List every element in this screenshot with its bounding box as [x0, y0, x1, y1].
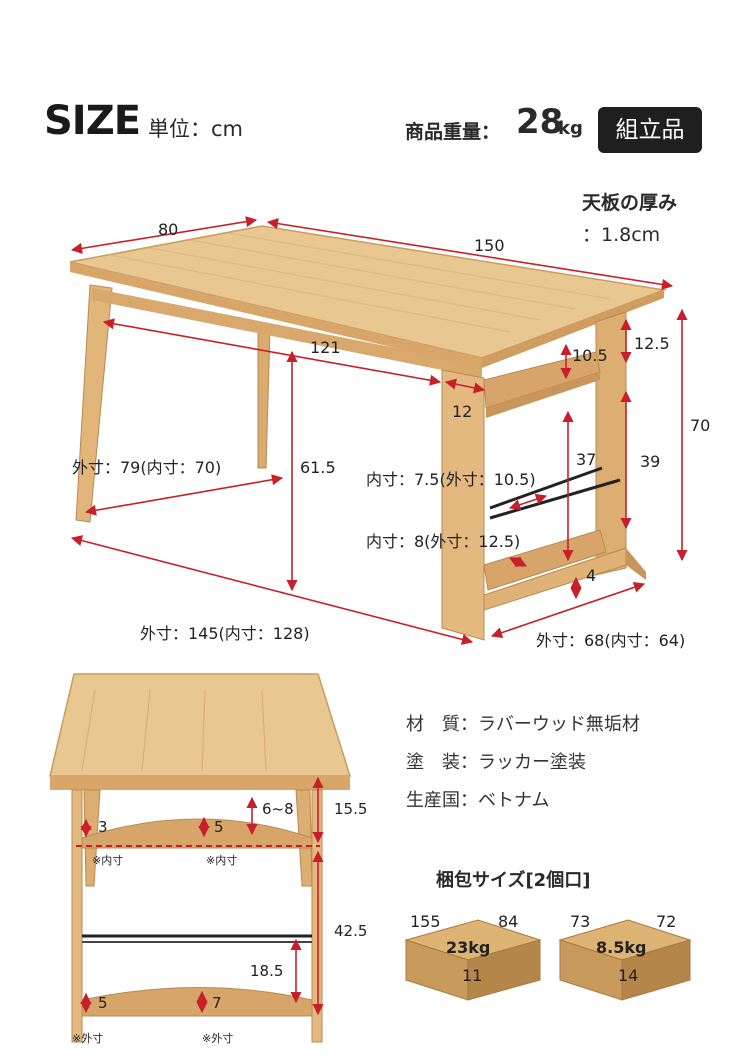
- spec-material-value: ：ラバーウッド無垢材: [460, 714, 640, 735]
- spec-material-label: 材 質: [406, 714, 460, 735]
- dim-front-outer: 外寸：145(内寸：128): [140, 624, 310, 643]
- weight-value: 28: [516, 102, 564, 142]
- spec-finish: 塗 装：ラッカー塗装: [406, 748, 586, 774]
- weight-unit: kg: [558, 118, 583, 139]
- side-upper-left: 3: [98, 818, 108, 836]
- side-lower-mid: 7: [212, 994, 222, 1012]
- dim-top-gap: 12.5: [634, 334, 670, 353]
- side-lower-depth: 18.5: [250, 962, 284, 980]
- dim-height: 70: [690, 416, 711, 435]
- dimension-arrows: [70, 216, 688, 645]
- package-box-2: [558, 919, 692, 1001]
- spec-origin-value: ：ベトナム: [460, 790, 550, 811]
- side-upper-mid: 5: [214, 818, 224, 836]
- package-2-dim2: 72: [656, 912, 677, 931]
- package-title: 梱包サイズ[2個口]: [436, 870, 591, 891]
- package-1-dim3: 11: [462, 966, 483, 985]
- dim-inner-width: 121: [310, 338, 341, 357]
- dim-depth: 80: [158, 220, 179, 239]
- package-1-dim2: 84: [498, 912, 519, 931]
- spec-origin: 生産国：ベトナム: [406, 786, 549, 812]
- unit-label: 単位：cm: [148, 117, 244, 141]
- thickness-title: 天板の厚み: [582, 192, 678, 214]
- spec-finish-value: ：ラッカー塗装: [460, 752, 586, 773]
- spec-origin-label: 生産国: [406, 790, 460, 811]
- dim-bottom-gap: 4: [586, 566, 597, 585]
- size-title: SIZE: [44, 98, 141, 144]
- dim-width: 150: [474, 236, 505, 255]
- assembly-badge: 組立品: [598, 107, 702, 153]
- dim-side-height: 39: [640, 452, 661, 471]
- package-2-dim1: 73: [570, 912, 591, 931]
- side-upper-height: 15.5: [334, 800, 368, 818]
- side-note-inner-1: ※内寸: [92, 854, 124, 867]
- dim-bar-length: 37: [576, 450, 597, 469]
- dim-upper-bar: 内寸：7.5(外寸：10.5): [366, 470, 536, 489]
- package-2-dim3: 14: [618, 966, 639, 985]
- dim-under-height: 61.5: [300, 458, 336, 477]
- package-1-dim1: 155: [410, 912, 441, 931]
- dim-lower-bar: 内寸：8(外寸：12.5): [366, 532, 521, 551]
- side-lower-left: 5: [98, 994, 108, 1012]
- side-note-outer-1: ※外寸: [72, 1032, 104, 1045]
- spec-material: 材 質：ラバーウッド無垢材: [406, 710, 640, 736]
- thickness-value: ：1.8cm: [582, 224, 661, 246]
- dim-shelf-gap: 10.5: [572, 346, 608, 365]
- dim-leg-width: 12: [452, 402, 473, 421]
- dim-side-outer: 外寸：79(内寸：70): [72, 458, 222, 477]
- package-box-1: [404, 919, 542, 1001]
- dim-base-outer: 外寸：68(内寸：64): [536, 631, 686, 650]
- package-1-weight: 23kg: [446, 938, 491, 957]
- side-view-arrows: [80, 776, 324, 1016]
- side-note-outer-2: ※外寸: [202, 1032, 234, 1045]
- spec-finish-label: 塗 装: [406, 752, 460, 773]
- side-note-inner-2: ※内寸: [206, 854, 238, 867]
- side-upper-range: 6~8: [262, 800, 294, 818]
- weight-label: 商品重量：: [405, 121, 501, 143]
- table-illustration: [69, 225, 667, 641]
- side-mid-height: 42.5: [334, 922, 368, 940]
- package-2-weight: 8.5kg: [596, 938, 647, 957]
